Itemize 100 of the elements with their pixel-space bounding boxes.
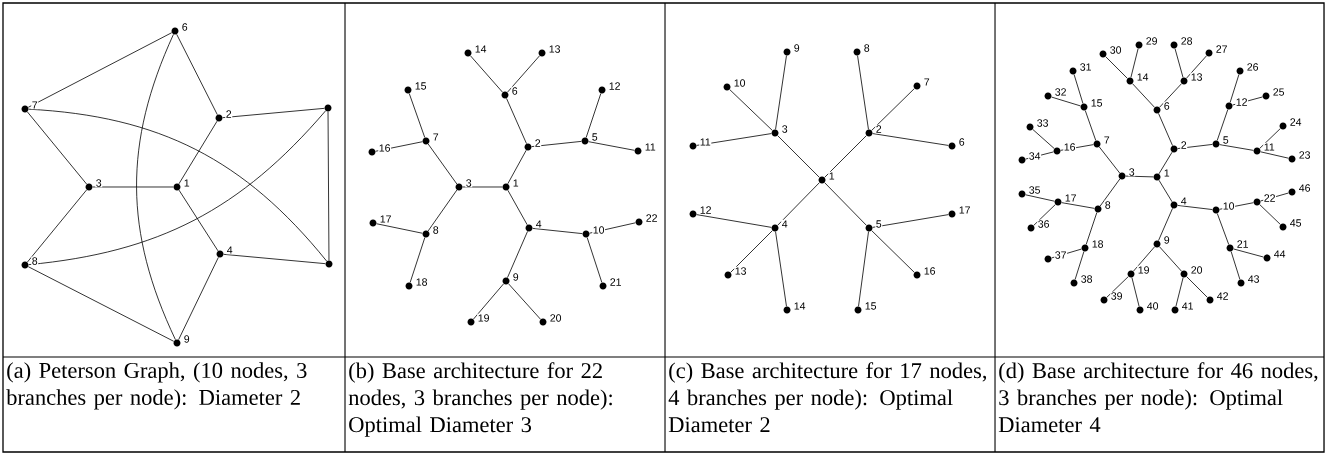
node-number: 11 [1263,142,1276,152]
node-number: 1 [828,171,836,181]
edge-line [585,93,602,138]
edge-line [327,111,330,261]
edge-line [1060,144,1094,151]
node-number: 1 [1163,168,1171,178]
edge-line [1174,48,1184,78]
node-number: 7 [31,100,39,110]
edge-line [1232,96,1263,106]
node-number: 7 [432,132,440,142]
edge-line [1132,83,1155,108]
edge-line [1099,178,1121,207]
node-number: 46 [1298,183,1312,193]
edge-line [1074,251,1085,280]
edge-line [872,214,949,228]
edge-line [777,135,820,178]
node-number: 43 [1247,274,1261,284]
edge-line [1259,128,1281,149]
edge-line [1177,144,1213,149]
caption-text: (c) Base architecture for 17 nodes, 4 branches per node): Optimal Diameter 2 [668,362,987,433]
edge-line [1032,129,1055,149]
node-number: 10 [733,78,747,88]
edge-line [1260,151,1289,159]
edge-line [824,182,867,226]
edge-line [1051,96,1081,107]
edge-line [1025,194,1055,202]
edge-line [26,189,88,263]
edge-line [1051,248,1082,259]
caption-text: (a) Peterson Graph, (10 nodes, 3 branches per node): Diameter 2 [6,362,307,410]
edge-line [872,133,949,146]
node-number: 22 [645,213,659,223]
node-number: 9 [183,334,191,344]
node-number: 5 [1222,135,1230,145]
node-number: 20 [1190,265,1204,275]
node-number: 8 [863,43,871,53]
node-number: 28 [1180,36,1194,46]
node-number: 12 [699,205,713,215]
edge-line [1260,192,1289,202]
edge-line [1216,213,1230,245]
node-number: 9 [793,43,801,53]
edge-line [1073,74,1084,104]
node-number: 23 [1298,150,1312,160]
node-number: 2 [875,124,883,134]
node-number: 8 [1104,200,1112,210]
node-number: 6 [511,86,519,96]
node-number: 8 [31,256,39,266]
edge-line [696,133,772,146]
node-number: 4 [535,219,543,229]
node-number: 15 [1090,98,1104,108]
node-number: 3 [781,124,789,134]
edge-line [427,143,458,185]
edge-line [462,186,503,188]
node-number: 4 [1180,196,1188,206]
node-number: 18 [415,277,429,287]
edge-line [586,237,603,283]
node-number: 13 [548,44,562,54]
node-number: 2 [1180,140,1188,150]
node-number: 35 [1028,185,1042,195]
node-number: 1 [183,178,191,188]
node-number: 19 [1137,265,1151,275]
edge-line [223,253,326,265]
edge-line [1133,246,1155,272]
node-number: 31 [1079,62,1093,72]
node-number: 7 [923,77,931,87]
edge-line [1130,48,1139,78]
edge-line [730,230,773,273]
edge-line [1233,248,1264,258]
edge-line [775,55,787,130]
edge-line [858,231,869,307]
edge-line [1216,109,1229,141]
edge-line [532,228,583,234]
node-number: 42 [1216,291,1230,301]
node-number: 12 [608,81,622,91]
edge-line [1159,246,1182,272]
edge-line [824,135,867,178]
node-number: 13 [1190,72,1204,82]
node-number: 21 [1236,239,1250,249]
node-number: 6 [181,22,189,32]
edge-line [1259,204,1281,225]
node-number: 40 [1146,301,1160,311]
node-number: 6 [958,137,966,147]
edge-line [871,88,915,131]
edge-line [1229,74,1240,103]
edge-line [1098,146,1121,174]
node-number: 2 [225,109,233,119]
node-number: 30 [1109,45,1123,55]
edge-line [1025,151,1054,160]
node-number: 41 [1181,301,1195,311]
edge-line [1084,110,1097,141]
edge-line [1125,175,1154,178]
edge-line [507,231,528,278]
edge-line [176,33,218,116]
edge-line [470,55,503,93]
node-number: 14 [1136,72,1150,82]
node-number: 17 [1064,193,1078,203]
edge-line [588,141,635,151]
caption-text: (d) Base architecture for 46 nodes, 3 branches per node): Optimal Diameter 4 [998,362,1318,433]
node-number: 11 [644,142,657,152]
edge-line [507,149,527,185]
node-number: 20 [549,313,563,323]
